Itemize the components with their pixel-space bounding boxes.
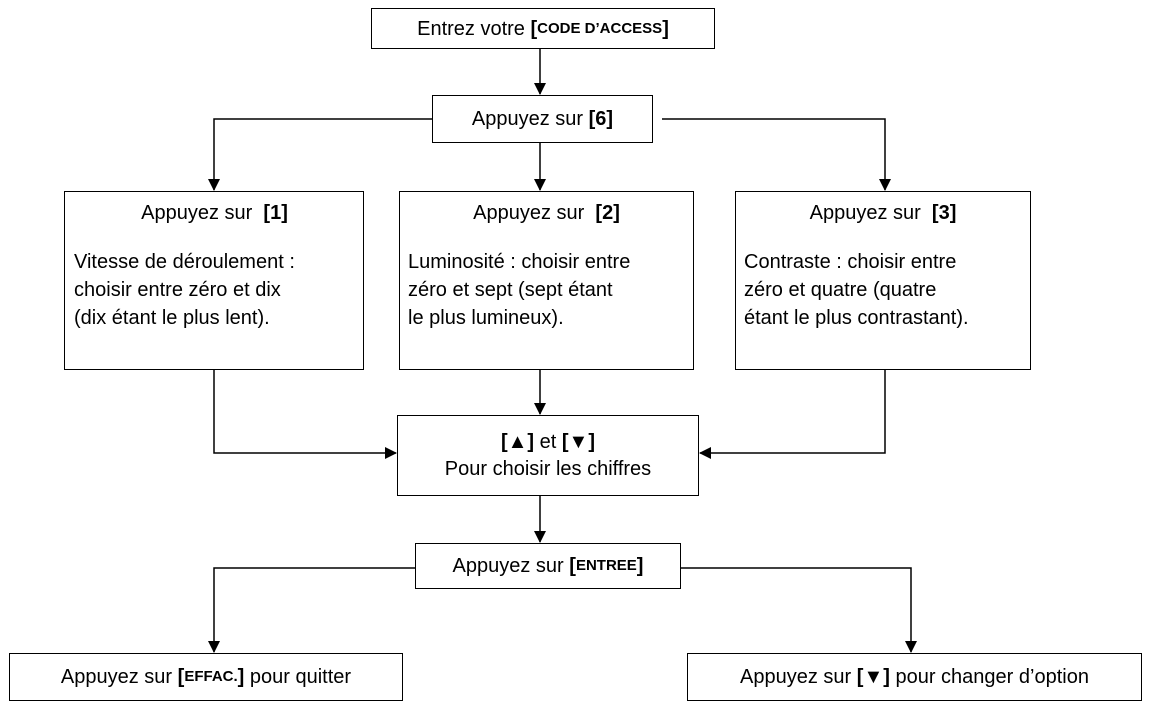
enter-key: ENTREE [575,557,637,574]
option3-line: Contraste : choisir entre [744,251,957,273]
arrow-keys-line1: [▲] et [▼] [501,429,595,456]
change-prefix: Appuyez sur [740,666,852,688]
box-option-1: Appuyez sur [1] Vitesse de déroulement :… [64,191,364,370]
option2-line: zéro et sept (sept étant [408,279,613,301]
box-press-enter: Appuyez sur [ENTREE] [415,543,681,589]
box-access-code: Entrez votre [CODE D’ACCESS] [371,8,715,49]
option2-line: Luminosité : choisir entre [408,251,631,273]
access-key-open: [ [530,17,538,40]
box-change-option: Appuyez sur [▼] pour changer d’option [687,653,1142,701]
box-arrow-keys: [▲] et [▼] Pour choisir les chiffres [397,415,699,496]
option2-prefix: Appuyez sur [473,202,590,224]
clear-key: EFFAC. [184,668,238,685]
clear-suffix: pour quitter [244,666,352,688]
option1-prefix: Appuyez sur [141,202,258,224]
enter-prefix: Appuyez sur [452,555,564,577]
access-key-close: ] [662,17,669,40]
option3-line: zéro et quatre (quatre [744,279,937,301]
up-key: [▲] [500,430,535,453]
option1-key: [1] [263,202,288,224]
arrow-press6-to-opt1 [208,118,432,191]
arrow-keys-connector: et [534,430,562,453]
arrow-enter-to-clear [208,567,415,653]
down-key: [▼] [561,430,596,453]
box-option-3: Appuyez sur [3] Contraste : choisir entr… [735,191,1031,370]
option3-prefix: Appuyez sur [809,202,927,224]
option1-line: choisir entre zéro et dix [74,279,281,301]
box-clear-quit: Appuyez sur [EFFAC.] pour quitter [9,653,403,701]
arrow-press6-to-opt3 [662,118,891,191]
press6-key: [6] [588,108,614,130]
enter-key-open: [ [569,555,576,577]
option1-line: Vitesse de déroulement : [74,251,295,273]
option3-line: étant le plus contrastant). [744,307,969,329]
clear-key-close: ] [237,666,245,688]
change-suffix: pour changer d’option [889,666,1089,688]
option3-title: Appuyez sur [3] [744,199,1022,227]
press6-prefix: Appuyez sur [471,108,584,130]
access-prefix: Entrez votre [417,17,525,40]
arrow-opt1-to-arrows [213,370,397,459]
enter-key-close: ] [636,555,644,577]
change-key: [▼] [856,666,890,688]
arrow-enter-to-change [680,567,917,653]
arrow-keys-line2: Pour choisir les chiffres [444,457,652,480]
arrow-opt3-to-arrows [699,370,886,459]
option1-title: Appuyez sur [1] [74,199,355,227]
box-press-6: Appuyez sur [6] [432,95,653,143]
option3-key: [3] [931,202,957,224]
option1-description: Vitesse de déroulement : choisir entre z… [74,248,355,332]
access-key: CODE D’ACCESS [537,19,663,37]
box-option-2: Appuyez sur [2] Luminosité : choisir ent… [399,191,694,370]
clear-key-open: [ [177,666,185,688]
option2-line: le plus lumineux). [408,307,564,329]
option2-description: Luminosité : choisir entre zéro et sept … [408,248,685,332]
option2-title: Appuyez sur [2] [408,199,685,227]
option3-description: Contraste : choisir entre zéro et quatre… [744,248,1022,332]
option2-key: [2] [595,202,620,224]
clear-prefix: Appuyez sur [60,666,173,688]
option1-line: (dix étant le plus lent). [74,307,270,329]
